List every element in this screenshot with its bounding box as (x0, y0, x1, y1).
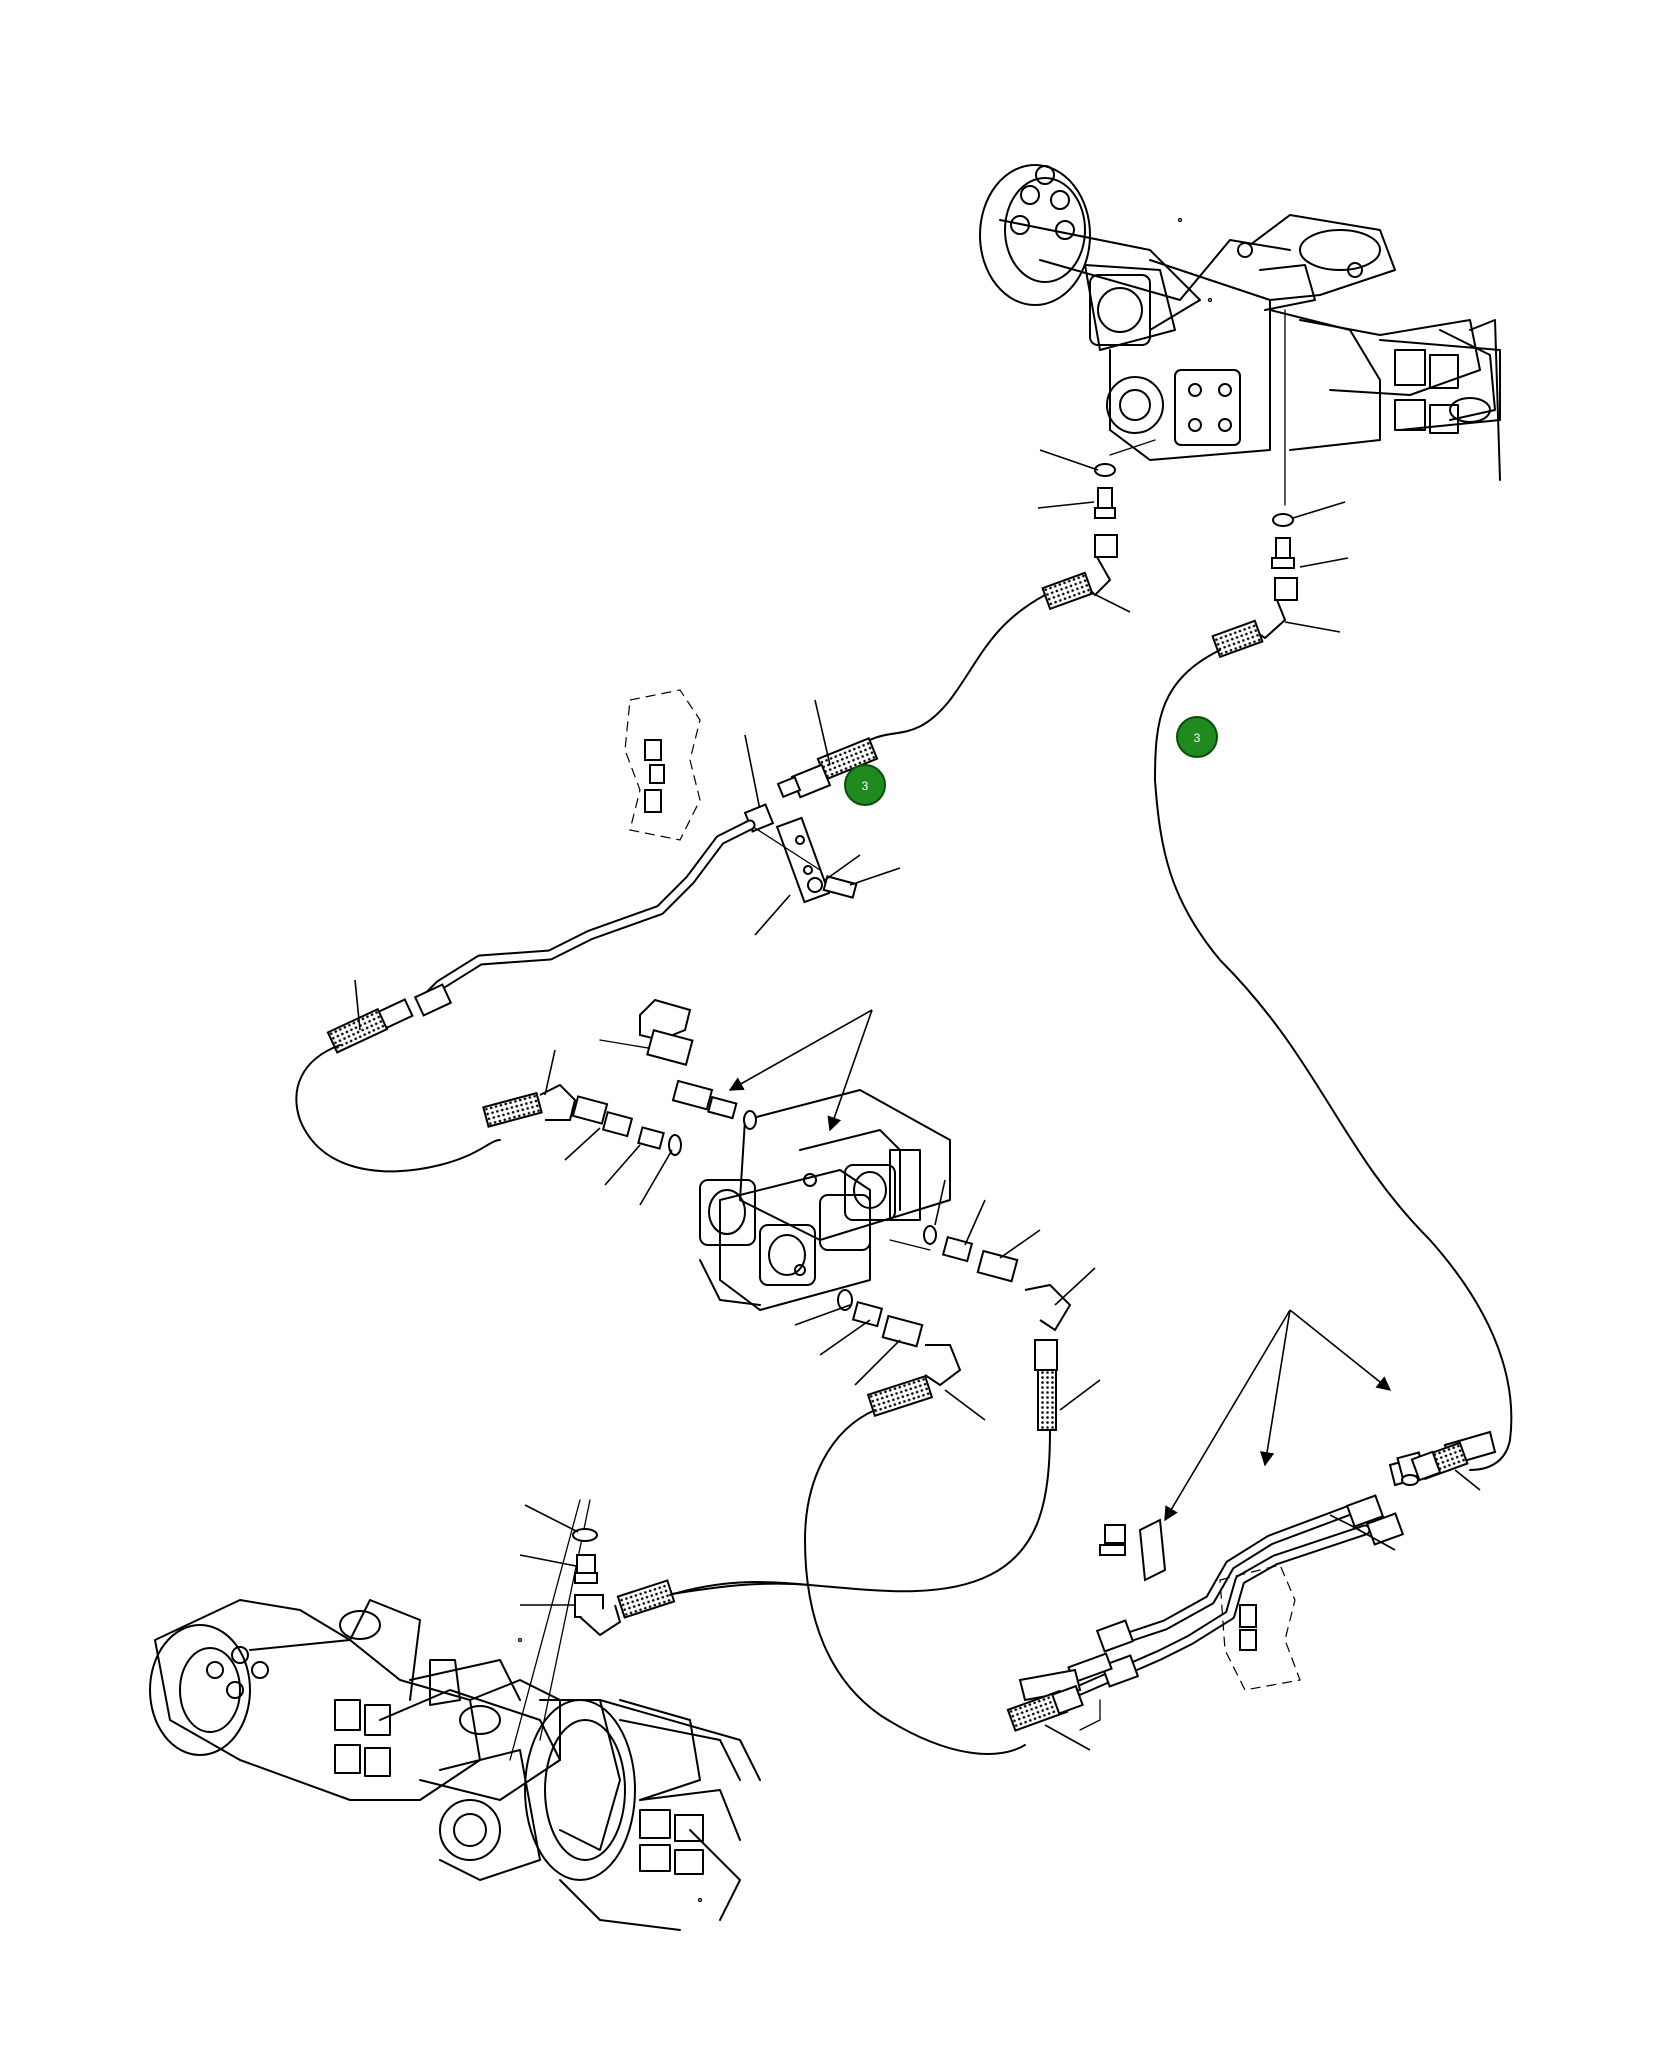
rear-axle-assembly (979, 164, 1501, 506)
lower-right-pipe-assembly (1006, 1430, 1497, 1751)
fitting-stack-bottom-left (519, 1504, 811, 1637)
callout-label: 3 (862, 779, 869, 793)
upper-left-pipe-assembly (295, 699, 901, 1173)
fitting-stack-top-left (1037, 449, 1131, 613)
fitting-stack-top-right (1211, 501, 1349, 659)
callout-label: 3 (1194, 731, 1201, 745)
valve-fittings-right (923, 1179, 1101, 1431)
valve-fittings-left (482, 998, 757, 1206)
front-axle-assembly (149, 1499, 761, 1931)
exploded-view-arrows-upper (728, 1009, 873, 1132)
valve-block-assembly (599, 1039, 951, 1311)
callout-badge-upper-left[interactable]: 3 (844, 764, 886, 806)
detail-inset-bracket (624, 689, 701, 841)
callout-badge-upper-right[interactable]: 3 (1176, 716, 1218, 758)
valve-fittings-bottom (664, 1289, 1051, 1755)
brake-hoses-upper (854, 594, 1513, 1471)
exploded-view-arrows-lower (1164, 1309, 1392, 1522)
